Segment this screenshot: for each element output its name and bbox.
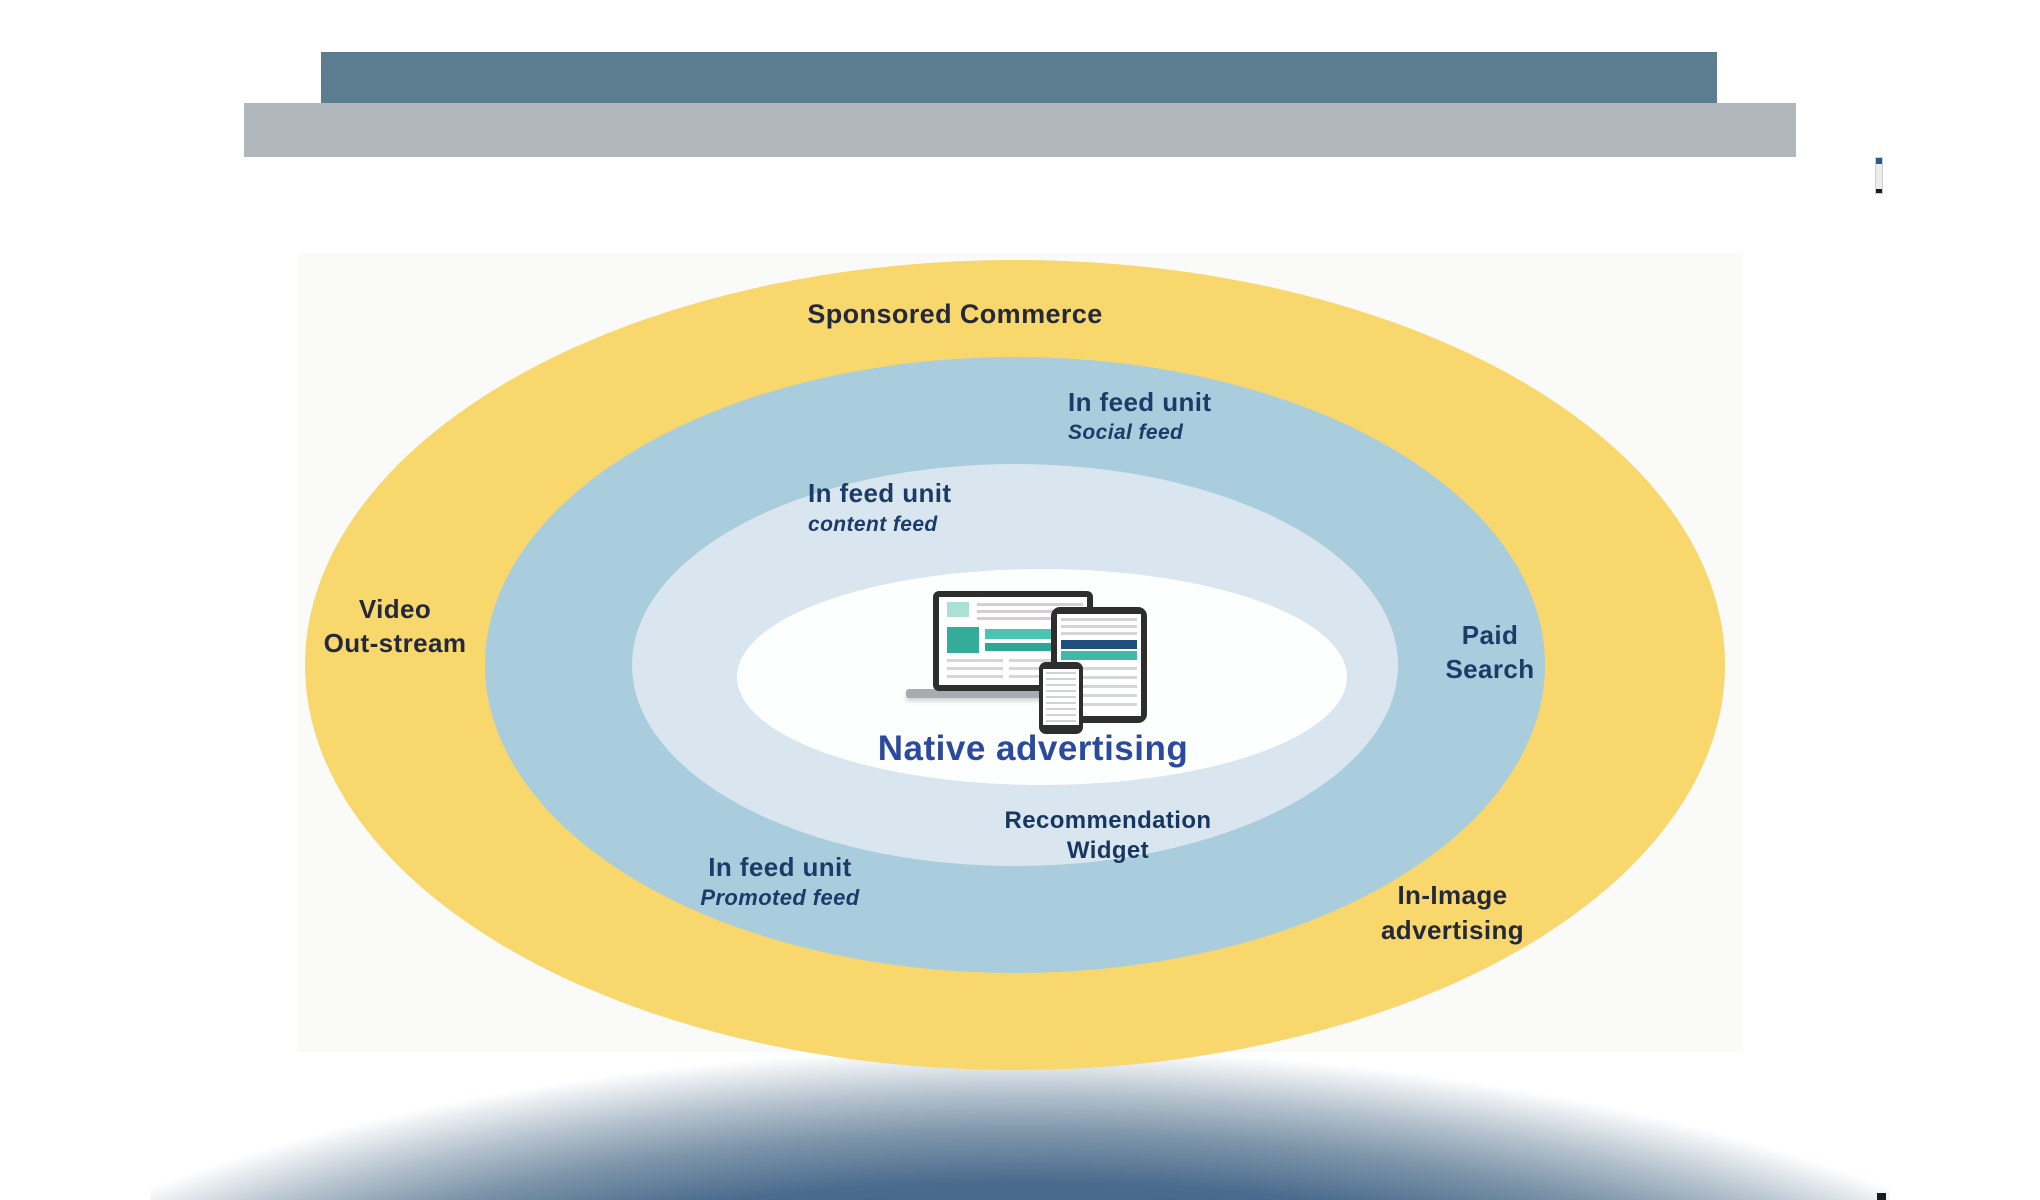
label-video-line2: Out-stream	[323, 628, 467, 658]
mini-scrollbar[interactable]	[1875, 157, 1883, 194]
label-paid-search-line1: Paid	[1461, 620, 1519, 650]
laptop-content-chip	[947, 602, 969, 617]
label-in-image-line1: In-Image	[1397, 880, 1508, 910]
label-sponsored-commerce: Sponsored Commerce	[807, 299, 1103, 329]
label-infeed-social-sub: Social feed	[1068, 421, 1184, 444]
label-infeed-social-title: In feed unit	[1068, 387, 1212, 417]
label-infeed-content: In feed unit content feed	[808, 478, 951, 537]
label-in-image-advertising: In-Image advertising	[1335, 878, 1570, 948]
label-paid-search: Paid Search	[1420, 618, 1560, 686]
label-infeed-content-title: In feed unit	[808, 478, 952, 508]
bottom-reflection-gradient	[150, 1052, 1890, 1200]
laptop-content-teal-bar1	[985, 629, 1077, 639]
laptop-content-teal-block	[947, 627, 979, 653]
tablet-content-navy-bar	[1061, 640, 1137, 649]
label-infeed-promoted-sub: Promoted feed	[700, 885, 860, 910]
label-paid-search-line2: Search	[1445, 654, 1535, 684]
label-in-image-line2: advertising	[1380, 915, 1525, 945]
label-recommendation-line1: Recommendation	[1004, 807, 1212, 834]
label-recommendation-widget: Recommendation Widget	[983, 806, 1233, 866]
mini-scrollbar-end	[1876, 189, 1882, 193]
smartphone-screen	[1043, 669, 1079, 725]
page-artifact-dot	[1877, 1193, 1886, 1200]
label-infeed-promoted-title: In feed unit	[708, 852, 852, 882]
label-recommendation-line2: Widget	[1066, 837, 1150, 864]
laptop-base	[906, 689, 1092, 698]
mini-scrollbar-thumb[interactable]	[1876, 158, 1882, 164]
laptop-content-lines-bottom-left	[947, 659, 1003, 681]
secondary-toolbar-bar	[244, 103, 1796, 157]
laptop-content-teal-bar2	[985, 643, 1077, 651]
label-video-line1: Video	[358, 594, 432, 624]
tablet-content-lines-top	[1061, 618, 1137, 636]
tablet-content-teal-bar	[1061, 651, 1137, 660]
label-infeed-promoted: In feed unit Promoted feed	[660, 852, 900, 911]
smartphone-content-lines	[1046, 672, 1076, 722]
top-title-bar	[321, 52, 1717, 103]
label-infeed-content-sub: content feed	[808, 513, 938, 536]
label-infeed-social: In feed unit Social feed	[1068, 387, 1211, 445]
smartphone-icon	[1039, 662, 1083, 734]
label-video-out-stream: Video Out-stream	[290, 592, 500, 660]
label-native-advertising: Native advertising	[877, 729, 1189, 768]
